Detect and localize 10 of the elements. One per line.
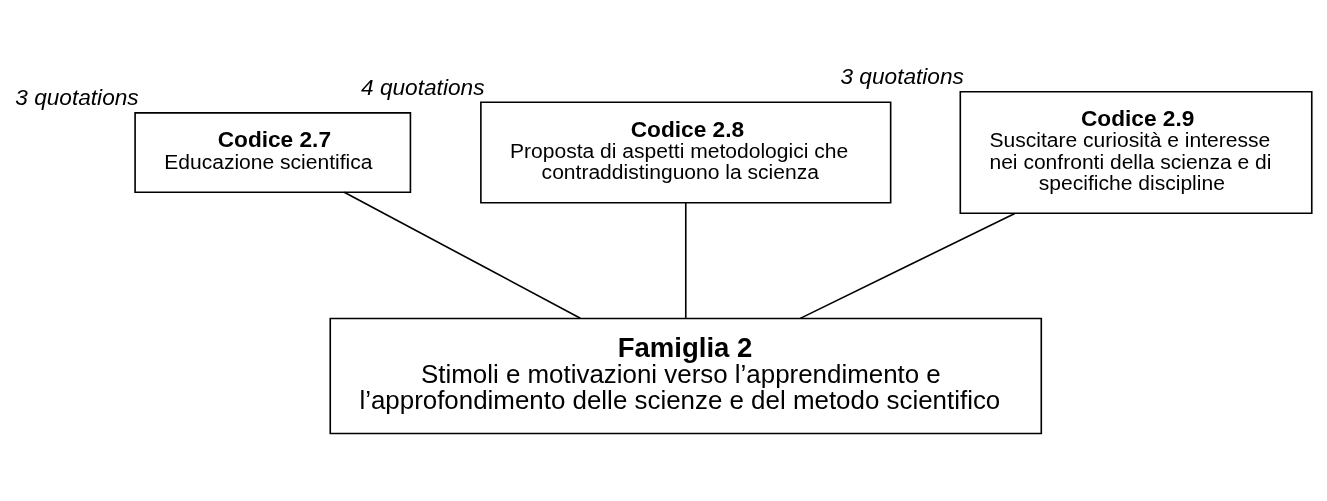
node-box: Codice 2.9 Suscitare curiosità e interesse nei confronti della scienza e di specifiche discipline: [959, 90, 1313, 215]
node-box: Famiglia 2 Stimoli e motivazioni verso l’apprendimento e l’approfondimento delle scienze e del metodo scientifico: [329, 317, 1043, 435]
node-box: Codice 2.8 Proposta di aspetti metodologici che contraddistinguono la scienza: [480, 101, 892, 204]
connector: [684, 202, 687, 319]
node-box: Codice 2.7 Educazione scientifica: [134, 112, 412, 193]
node-label: 3 quotations: [840, 63, 964, 89]
node-label: 4 quotations: [361, 73, 485, 100]
node-label: 3 quotations: [15, 84, 139, 111]
connector: [799, 212, 1016, 320]
connector: [343, 191, 582, 319]
